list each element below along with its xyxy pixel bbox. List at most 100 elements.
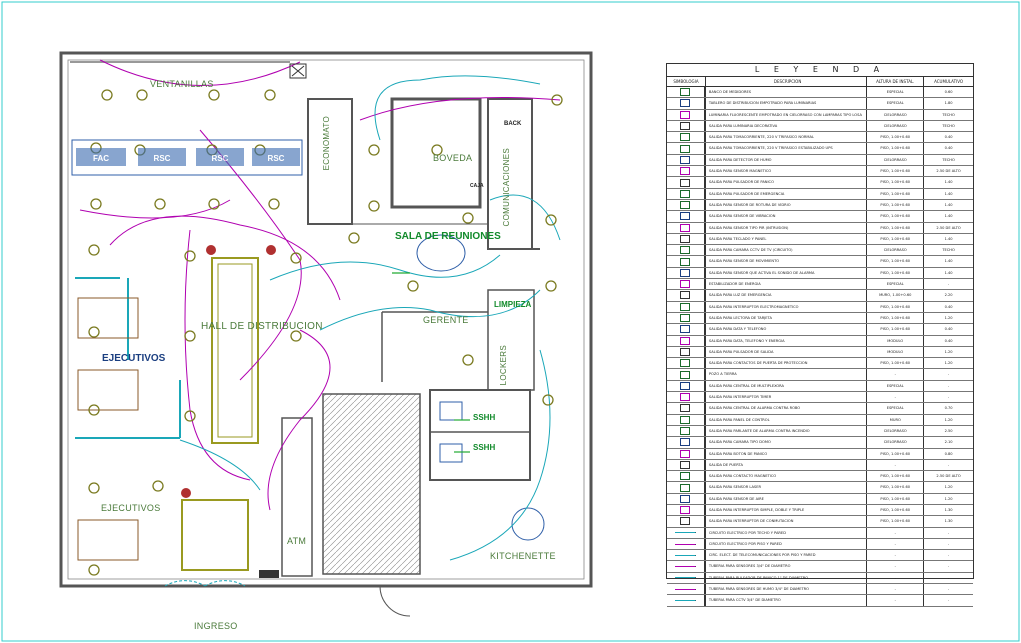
desk-label: FAC: [93, 154, 109, 163]
legend-description: SALIDA PARA PARLANTE DE ALARMA CONTRA IN…: [706, 425, 868, 437]
legend-height: -: [867, 369, 925, 380]
legend-header-height: ALTURA DE INSTAL.: [867, 77, 925, 86]
legend-height: PISO, 1.00+0.60: [867, 504, 925, 516]
legend-symbol-icon: [667, 211, 706, 222]
legend-symbol-icon: [667, 561, 706, 572]
legend-symbol-icon: [667, 132, 706, 143]
legend-description: SALIDA PARA LECTORA DE TARJETA: [706, 312, 868, 324]
legend-description: CIRCUITO ELECTRICO POR TECHO Y PARED: [706, 527, 868, 538]
legend-description: SALIDA PARA CAMARA CCTV DE TV (CIRCUITO): [706, 245, 868, 256]
legend-description: SALIDA PARA PULSADOR DE PANICO: [706, 177, 868, 188]
legend-symbol-icon: [667, 572, 706, 584]
legend-height: PISO, 1.00+0.60: [867, 166, 925, 177]
desk-rsc-2: RSC: [196, 148, 244, 166]
legend-description: SALIDA PARA PANEL DE CONTROL: [706, 414, 868, 425]
legend-cumulative: TECHO: [942, 157, 955, 162]
legend-row: SALIDA PARA INTERRUPTOR TIMER--: [667, 392, 973, 404]
legend-height: PISO, 1.00+0.60: [867, 132, 925, 143]
legend-description: SALIDA PARA TECLADO Y PANEL: [706, 233, 868, 245]
legend-description: TUBERIA PARA CCTV 3/4" DE DIAMETRO: [706, 595, 868, 606]
legend-cumulative: -: [947, 372, 950, 377]
legend-height: ESPECIAL: [867, 279, 925, 290]
legend-cumulative: 0.40: [944, 146, 953, 151]
legend-cumulative: -: [947, 575, 950, 580]
legend-description: SALIDA PARA INTERRUPTOR ELECTROMAGNETICO: [706, 301, 868, 312]
legend-description: BANCO DE MEDIDORES: [706, 87, 868, 98]
legend-header-description: DESCRIPCION: [706, 77, 868, 86]
room-limpieza: LIMPIEZA: [494, 300, 532, 309]
legend-symbol-icon: [667, 256, 706, 267]
legend-height: PISO, 1.00+0.60: [867, 301, 925, 312]
legend-cumulative: 2.10: [944, 440, 953, 445]
legend-symbol-icon: [667, 437, 706, 448]
legend-description: TABLERO DE DISTRIBUCION EMPOTRADO PARA L…: [706, 98, 868, 109]
legend-header-symbol: SIMBOLOGIA: [667, 77, 706, 86]
legend-symbol-icon: [667, 301, 706, 312]
desk-label: RSC: [153, 154, 171, 163]
legend-description: ESTABILIZADOR DE ENERGIA: [706, 279, 868, 290]
legend-cumulative: 0.40: [944, 338, 953, 343]
legend-cumulative: 1.40: [944, 202, 953, 207]
legend-cumulative: -: [947, 530, 950, 535]
desk-label: RSC: [211, 154, 229, 163]
legend-row: SALIDA PARA TOMACORRIENTE, 220 V TRIFASI…: [667, 143, 973, 155]
legend-height: PISO, 1.00+0.60: [867, 177, 925, 188]
room-ingreso: INGRESO: [194, 621, 238, 631]
legend-height: -: [867, 538, 925, 550]
legend-height: PISO, 1.00+0.60: [867, 324, 925, 335]
legend-description: SALIDA PARA INTERRUPTOR TIMER: [706, 392, 868, 403]
legend-symbol-icon: [667, 245, 706, 256]
legend-height: -: [867, 595, 925, 606]
legend-symbol-icon: [667, 448, 706, 459]
room-economato: ECONOMATO: [322, 116, 331, 171]
legend-symbol-icon: [667, 143, 706, 154]
legend-symbol-icon: [667, 177, 706, 188]
legend-description: SALIDA PARA BOTON DE PANICO: [706, 448, 868, 459]
legend-cumulative: 2.50 DE ALTO: [936, 169, 961, 174]
legend-description: SALIDA PARA LUZ DE EMERGENCIA: [706, 290, 868, 301]
panic-button-icons: [181, 245, 276, 498]
legend-description: SALIDA PARA SENSOR DE AIRE: [706, 493, 868, 504]
room-hall: HALL DE DISTRIBUCION: [201, 321, 323, 332]
legend-cumulative: -: [947, 553, 950, 558]
legend-cumulative: 2.50 DE ALTO: [936, 474, 961, 479]
legend-height: PISO, 1.00+0.60: [867, 211, 925, 222]
legend-description: TUBERIA PARA PULSADOR DE PANICO 1" DE DI…: [706, 572, 868, 584]
legend-title: L E Y E N D A: [667, 64, 973, 77]
legend-height: MODULO: [867, 335, 925, 346]
legend-cumulative: TECHO: [942, 123, 955, 128]
legend-height: PISO, 1.00+0.60: [867, 233, 925, 245]
legend-row: CIRCUITO ELECTRICO POR TECHO Y PARED--: [667, 527, 973, 539]
legend-height: MURO: [867, 414, 925, 425]
legend-height: PISO, 1.00+0.60: [867, 471, 925, 482]
room-kitchenette: KITCHENETTE: [490, 551, 556, 561]
legend-cumulative: -: [947, 564, 950, 569]
legend-height: -: [867, 550, 925, 561]
legend-description: SALIDA PARA INTERRUPTOR DE CONMUTACION: [706, 516, 868, 527]
legend-height: PISO, 1.00+0.60: [867, 516, 925, 527]
legend-description: SALIDA PARA SENSOR DE MOVIMIENTO: [706, 256, 868, 267]
legend-row: TUBERIA PARA CCTV 3/4" DE DIAMETRO--: [667, 595, 973, 607]
legend-description: CIRC. ELECT. DE TELECOMUNICACIONES POR P…: [706, 550, 868, 561]
legend-cumulative: 1.40: [944, 180, 953, 185]
legend-cumulative: 0.40: [944, 327, 953, 332]
legend-symbol-icon: [667, 527, 706, 538]
legend-row: SALIDA DE PUERTA--: [667, 459, 973, 472]
legend-symbol-icon: [667, 346, 706, 358]
legend-height: -: [867, 392, 925, 403]
legend-cumulative: 1.20: [944, 417, 953, 422]
legend-row: SALIDA PARA INTERRUPTOR ELECTROMAGNETICO…: [667, 301, 973, 313]
legend-symbol-icon: [667, 335, 706, 346]
room-ejecutivos-1: EJECUTIVOS: [102, 353, 166, 364]
legend-height: -: [867, 459, 925, 471]
legend-height: PISO, 1.00+0.60: [867, 312, 925, 324]
legend-description: SALIDA PARA TOMACORRIENTE, 220 V TRIFASI…: [706, 132, 868, 143]
